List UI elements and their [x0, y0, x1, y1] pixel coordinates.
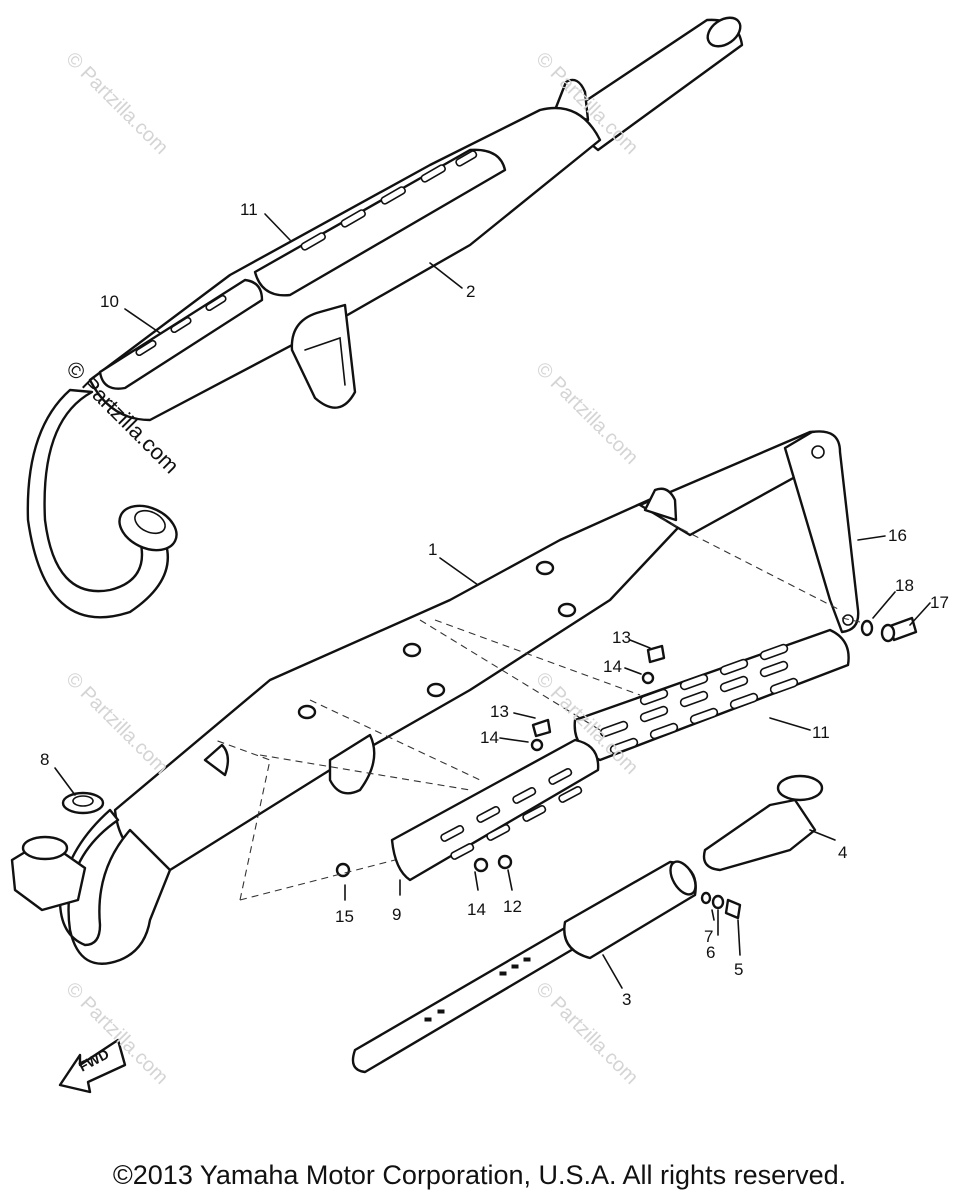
top-flange-nut [118, 504, 178, 552]
bolt-17 [880, 616, 918, 643]
heat-shield-part-9 [390, 738, 600, 882]
washer-18 [860, 619, 874, 637]
bottom-rear-ear [643, 487, 678, 522]
bottom-expansion-chamber [113, 493, 692, 872]
watermark: © Partzilla.com [61, 668, 172, 779]
callout-11-top: 11 [240, 200, 258, 219]
washer-14a [473, 857, 489, 873]
callout-14c: 14 [467, 900, 486, 919]
callout-8: 8 [40, 750, 49, 769]
rear-bracket-16 [783, 430, 860, 634]
gasket-part-8 [61, 791, 105, 815]
heat-shield-part-11 [573, 628, 850, 762]
washer-6 [711, 894, 725, 910]
callout-4: 4 [838, 843, 847, 862]
top-heat-shield [253, 148, 507, 297]
heat-shield-9-slots [440, 767, 583, 860]
washer-14b [530, 738, 544, 752]
callout-13a: 13 [612, 628, 631, 647]
callout-14b: 14 [480, 728, 499, 747]
callout-leaders [54, 213, 931, 989]
callout-16: 16 [888, 526, 907, 545]
callout-17: 17 [930, 593, 949, 612]
watermark: © Partzilla.com [61, 48, 172, 159]
callout-3: 3 [622, 990, 631, 1009]
bolt-13a [531, 718, 552, 738]
callout-11: 11 [812, 723, 830, 742]
washer-14c [641, 671, 655, 685]
top-tail-tube-end [706, 16, 742, 48]
tail-pipe-part-4 [702, 774, 824, 872]
callout-15: 15 [335, 907, 354, 926]
silencer-holes [424, 957, 531, 1022]
washer-7 [700, 891, 712, 905]
callout-14a: 14 [603, 657, 622, 676]
top-front-shield-slots [135, 294, 227, 357]
callout-5: 5 [734, 960, 743, 979]
callout-9: 9 [392, 905, 401, 924]
watermark: © Partzilla.com [531, 358, 642, 469]
silencer-part-3 [351, 860, 697, 1074]
callout-12: 12 [503, 897, 522, 916]
bolt-13b [646, 644, 666, 664]
forward-arrow-icon: FWD [58, 1038, 127, 1094]
copyright-notice: ©2013 Yamaha Motor Corporation, U.S.A. A… [112, 1160, 847, 1190]
callout-7: 7 [704, 927, 713, 946]
bottom-chamber-studs [297, 560, 577, 720]
bottom-center-bracket [328, 733, 376, 795]
top-heat-shield-slots [300, 150, 478, 251]
callout-10: 10 [100, 292, 119, 311]
bottom-flange-ring [21, 835, 69, 861]
callout-2: 2 [466, 282, 475, 301]
nut-12 [497, 854, 513, 870]
heat-shield-slots [599, 643, 799, 755]
top-center-bracket [290, 303, 357, 409]
diagram-canvas: FWD 11 10 2 1 16 18 17 13 14 1 [10, 16, 949, 1094]
callout-1: 1 [428, 540, 437, 559]
callout-13b: 13 [490, 702, 509, 721]
bolt-5 [724, 898, 742, 920]
callout-18: 18 [895, 576, 914, 595]
dashed-assembly-lines [214, 517, 861, 901]
top-exhaust-pipe-assembly [26, 16, 744, 619]
callout-6: 6 [706, 943, 715, 962]
callout-numbers: 11 10 2 1 16 18 17 13 14 11 13 14 8 4 15… [40, 200, 949, 1009]
bottom-side-tab [203, 743, 230, 777]
top-front-heat-shield [98, 278, 264, 390]
